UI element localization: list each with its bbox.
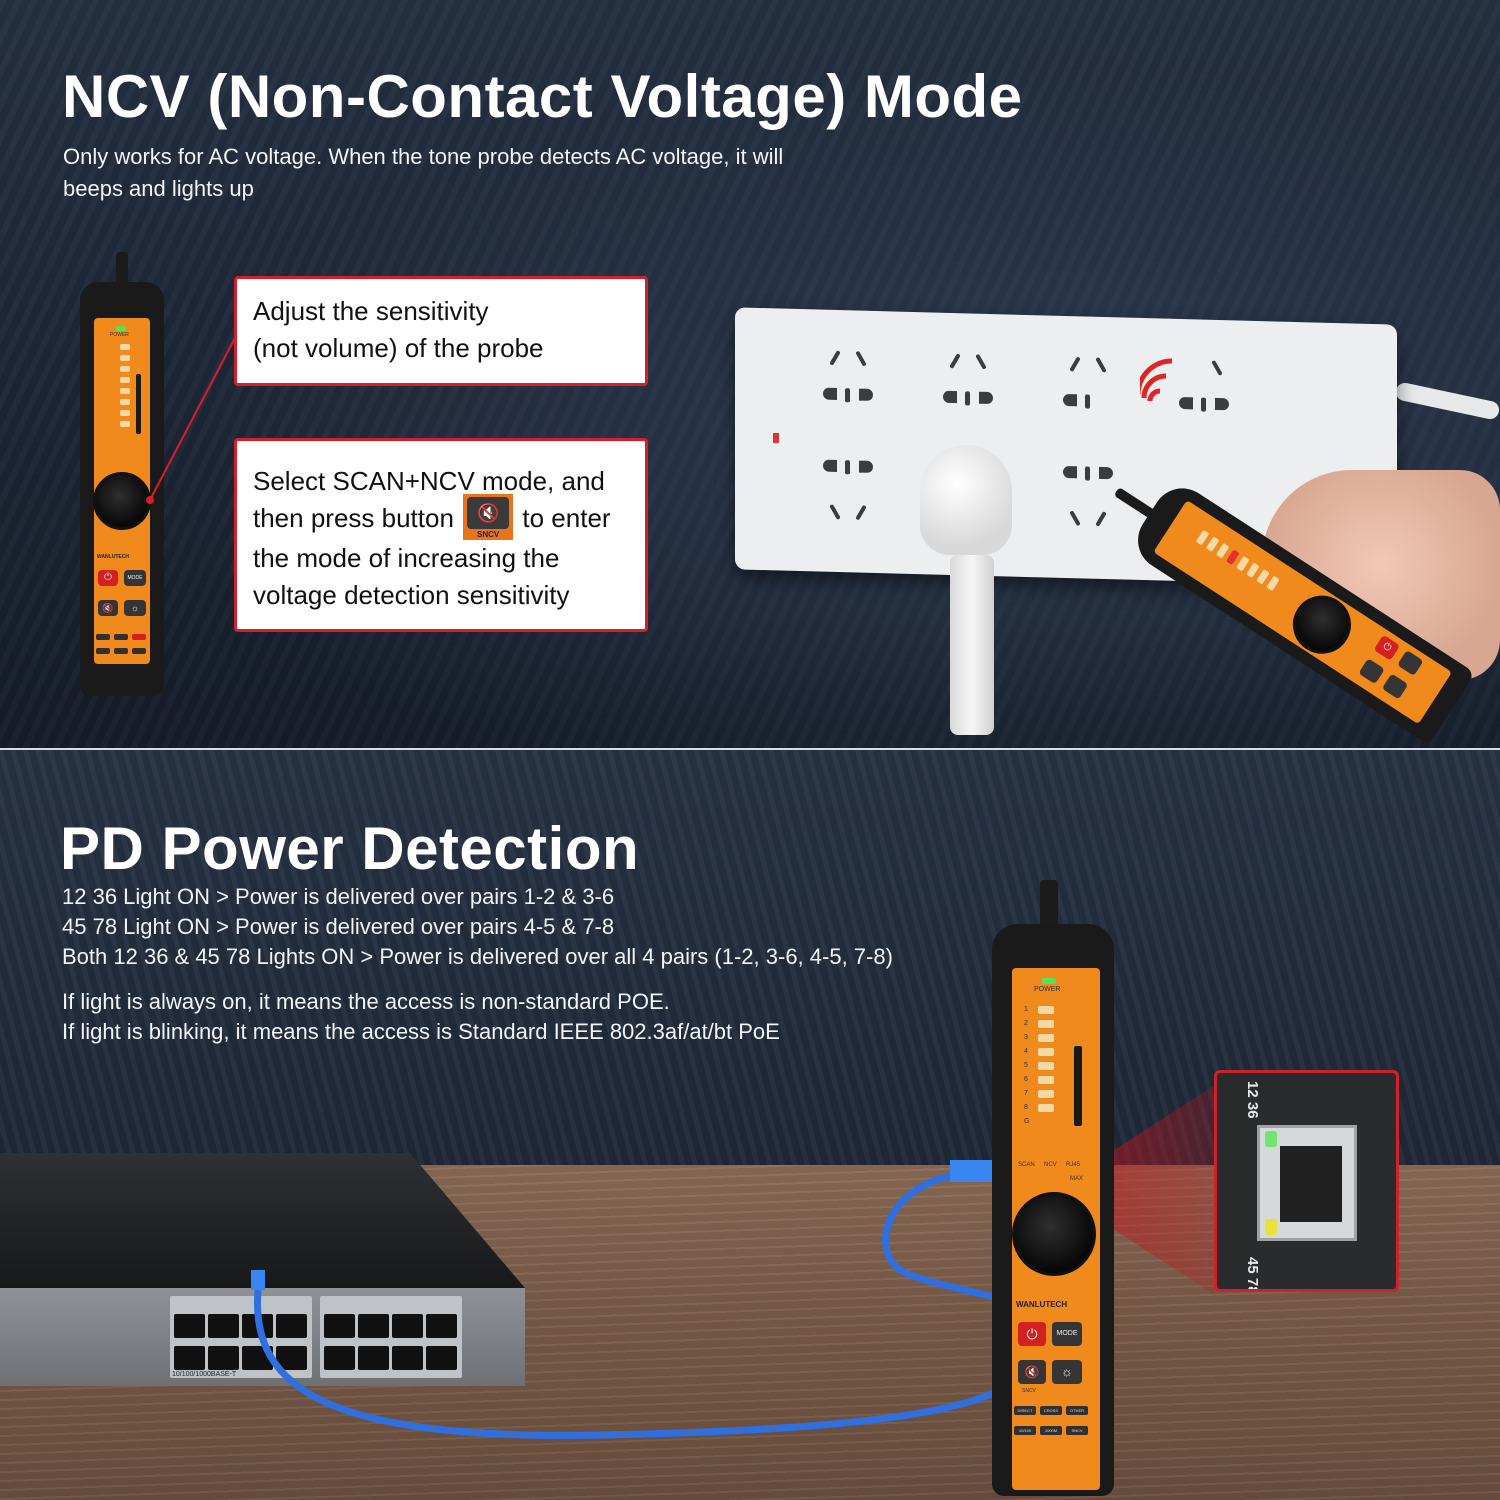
rj45-zoom-inset: 12 36 45 78 (1214, 1070, 1399, 1292)
mute-button[interactable]: 🔇 (98, 600, 118, 616)
poe-line: If light is blinking, it means the acces… (62, 1019, 780, 1044)
pair-label-12-36: 12 36 (1244, 1081, 1261, 1119)
sensitivity-knob[interactable] (1012, 1192, 1096, 1276)
sensitivity-callout: Adjust the sensitivity (not volume) of t… (234, 276, 648, 386)
power-icon: ⏻ (1380, 640, 1394, 655)
pd-power-panel: PD Power Detection 12 36 Light ON > Powe… (0, 750, 1500, 1500)
pd-title: PD Power Detection (60, 815, 640, 882)
cross-indicator: CROSS (1040, 1406, 1062, 1415)
light-bulb-icon: ☼ (130, 603, 140, 613)
brand-label: WANLUTECH (1016, 1300, 1068, 1309)
signal-waves-icon (1140, 358, 1173, 402)
power-icon: ⏻ (1026, 1326, 1038, 1342)
power-label: POWER (1034, 986, 1061, 993)
switch-model-label: 10/100/1000BASE-T (172, 1371, 237, 1378)
power-button[interactable]: ⏻ (98, 570, 118, 586)
other-indicator: OTHER (1066, 1406, 1088, 1415)
speaker-mute-icon: 🔇 (102, 603, 114, 613)
callout-pointer (146, 335, 237, 504)
level-label: 4 (1024, 1048, 1028, 1055)
poe-line: If light is always on, it means the acce… (62, 989, 670, 1014)
brand-label: WANLUTECH (97, 554, 129, 560)
callout-line: (not volume) of the probe (253, 333, 544, 363)
callout-text-before: Select SCAN+NCV mode, and then press but… (253, 466, 605, 533)
light-button[interactable]: ☼ (1052, 1360, 1082, 1384)
level-label: 2 (1024, 1020, 1028, 1027)
level-label: 7 (1024, 1090, 1028, 1097)
max-label: MAX (1070, 1176, 1084, 1182)
led-12-36 (1265, 1131, 1277, 1147)
mode-label-ncv: NCV (1044, 1162, 1057, 1168)
led-45-78 (1265, 1219, 1277, 1235)
mode-button[interactable]: MODE (124, 570, 146, 586)
sncv-label: SNCV (477, 530, 500, 540)
callout-text-after: to enter the mode of increasing the volt… (253, 503, 611, 611)
plug (920, 445, 1012, 555)
level-label: 6 (1024, 1076, 1028, 1083)
pd-pair-line: 12 36 Light ON > Power is delivered over… (62, 884, 615, 909)
ncv-description-line: Only works for AC voltage. When the tone… (63, 144, 784, 169)
ncv-description-line: beeps and lights up (63, 176, 254, 201)
level-label: 3 (1024, 1034, 1028, 1041)
section-divider (0, 748, 1500, 750)
direct-indicator: DIRECT (1014, 1406, 1036, 1415)
pd-pair-line: 45 78 Light ON > Power is delivered over… (62, 914, 615, 939)
plug-cord (950, 555, 994, 735)
pd-pair-line: Both 12 36 & 45 78 Lights ON > Power is … (62, 944, 893, 969)
speaker-mute-icon: 🔇 (1024, 1365, 1040, 1379)
mode-button[interactable]: MODE (1052, 1322, 1082, 1346)
level-label: 5 (1024, 1062, 1028, 1069)
mode-label-rj45: RJ45 (1066, 1162, 1081, 1168)
mute-button[interactable]: 🔇 (1018, 1360, 1046, 1384)
ncv-mode-panel: NCV (Non-Contact Voltage) Mode Only work… (0, 0, 1500, 748)
speed-1000-indicator: 1000M (1040, 1426, 1062, 1435)
tester-device-large: POWER 1 2 3 4 5 6 7 8 G SCAN NCV RJ45 MA… (992, 880, 1114, 1496)
speaker-mute-icon: 🔇 (476, 503, 500, 524)
power-icon: ⏻ (104, 572, 112, 583)
light-bulb-icon: ☼ (1061, 1364, 1073, 1379)
level-label: 8 (1024, 1104, 1028, 1111)
sncv-indicator: SNCV (1066, 1426, 1088, 1435)
strip-indicator (773, 433, 779, 443)
speed-100-indicator: 10/100 (1014, 1426, 1036, 1435)
level-label: 1 (1024, 1006, 1028, 1013)
scan-ncv-callout: Select SCAN+NCV mode, and then press but… (234, 438, 648, 632)
sncv-button-illustration: 🔇 SNCV (463, 494, 514, 541)
power-button[interactable]: ⏻ (1018, 1322, 1046, 1346)
light-button[interactable]: ☼ (124, 600, 146, 616)
mode-label-scan: SCAN (1018, 1162, 1035, 1168)
network-switch: 10/100/1000BASE-T (0, 1153, 525, 1386)
ncv-description: Only works for AC voltage. When the tone… (63, 141, 783, 205)
pair-label-45-78: 45 78 (1244, 1257, 1261, 1292)
sncv-label: SNCV (1022, 1388, 1036, 1394)
poe-lines: If light is always on, it means the acce… (62, 987, 780, 1047)
sensitivity-knob[interactable] (93, 472, 151, 530)
power-label: POWER (110, 332, 129, 338)
callout-line: Adjust the sensitivity (253, 296, 489, 326)
tester-device-small: POWER WANLUTECH ⏻ MODE 🔇 ☼ (80, 252, 164, 698)
pd-pair-lines: 12 36 Light ON > Power is delivered over… (62, 882, 893, 972)
ncv-title: NCV (Non-Contact Voltage) Mode (62, 63, 1023, 130)
level-label: G (1024, 1118, 1030, 1125)
